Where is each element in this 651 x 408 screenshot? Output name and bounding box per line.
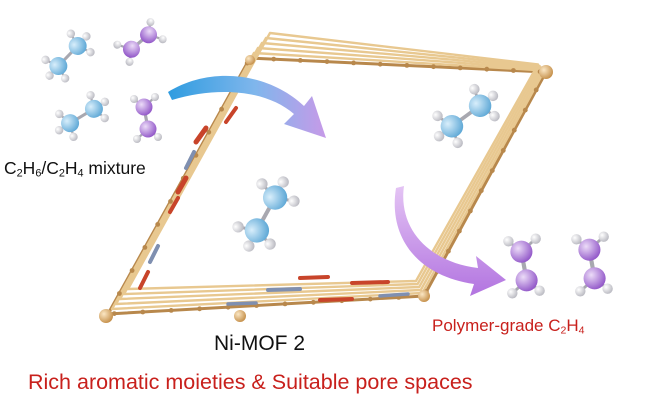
framework-bead	[111, 311, 117, 316]
framework-bead	[377, 61, 383, 67]
framework-bead	[155, 222, 161, 227]
framework-bead	[351, 60, 356, 66]
figure-caption: Rich aromatic moieties & Suitable pore s…	[28, 370, 473, 394]
framework-node	[418, 290, 430, 302]
framework-bead	[225, 304, 231, 310]
ethylene-molecule-icon	[503, 234, 545, 299]
ethane-molecule-icon	[216, 165, 317, 264]
ethylene-molecule-icon	[571, 232, 613, 297]
framework-bead	[271, 56, 277, 62]
framework-bead	[140, 309, 146, 315]
product-arrow	[394, 186, 506, 296]
framework-bead	[206, 129, 212, 135]
framework-bead	[404, 63, 410, 68]
framework-bead	[324, 59, 330, 64]
framework-node	[234, 310, 246, 322]
ethane-molecule-icon	[30, 21, 106, 91]
framework-bead	[533, 87, 539, 93]
framework-node	[539, 65, 553, 79]
framework-bead	[500, 148, 506, 153]
framework-bead	[282, 301, 288, 307]
ethane-molecule-icon	[47, 86, 117, 146]
framework-bead	[446, 248, 451, 254]
framework-node	[245, 55, 255, 65]
framework-bead	[489, 168, 495, 174]
framework-bead	[511, 127, 517, 133]
framework-bead	[168, 308, 174, 313]
ni-mof-framework	[99, 31, 553, 323]
framework-bead	[468, 208, 473, 214]
framework-node	[99, 309, 113, 323]
framework-bead	[511, 68, 516, 73]
framework-bead	[117, 291, 122, 296]
product-label: Polymer-grade C2H4	[432, 316, 585, 337]
framework-bead	[297, 58, 303, 63]
mixture-label: C2H6/C2H4 mixture	[4, 158, 146, 180]
framework-bead	[142, 245, 148, 250]
framework-bead	[484, 66, 490, 72]
ethylene-molecule-icon	[108, 14, 172, 70]
framework-bead	[431, 64, 436, 70]
framework-bead	[129, 268, 135, 273]
framework-bead	[457, 65, 463, 71]
framework-bead	[367, 296, 373, 302]
framework-bead	[219, 106, 225, 112]
framework-bead	[168, 199, 173, 204]
framework-layer	[126, 31, 540, 291]
framework-bead	[522, 107, 528, 113]
ethylene-molecule-icon	[128, 91, 164, 145]
adsorption-arrow	[168, 75, 326, 138]
framework-bead	[311, 299, 316, 305]
framework-bead	[478, 188, 484, 194]
framework-linkers	[138, 106, 410, 306]
framework-bead	[457, 228, 462, 234]
framework-bead	[197, 306, 203, 312]
framework-name: Ni-MOF 2	[214, 332, 305, 355]
